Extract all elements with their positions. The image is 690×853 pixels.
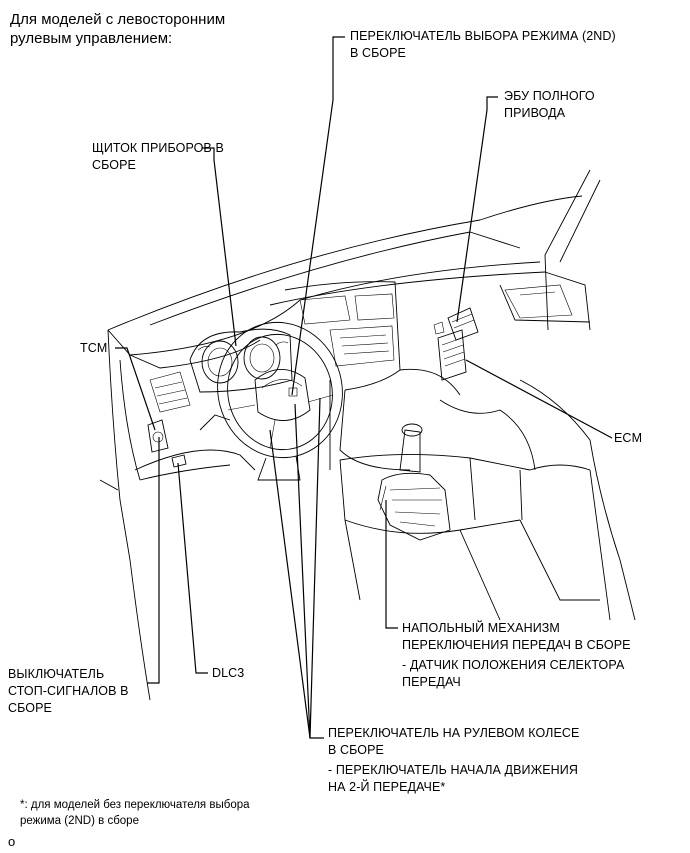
- leader-lines: [115, 36, 613, 739]
- label-steering-switch: ПЕРЕКЛЮЧАТЕЛЬ НА РУЛЕВОМ КОЛЕСЕ В СБОРЕ: [328, 726, 580, 757]
- shift-lever-assembly: [377, 423, 451, 541]
- dashboard-body: [99, 261, 591, 561]
- page-title: Для моделей с левосторонним рулевым упра…: [10, 11, 226, 47]
- steering-wheel: [217, 321, 343, 481]
- label-tcm: TCM: [80, 341, 108, 355]
- label-floor-shift: НАПОЛЬНЫЙ МЕХАНИЗМ ПЕРЕКЛЮЧЕНИЯ ПЕРЕДАЧ …: [402, 621, 631, 652]
- label-stop-lamp-switch: ВЫКЛЮЧАТЕЛЬ СТОП-СИГНАЛОВ В СБОРЕ: [8, 667, 129, 715]
- tcm-and-dlc3: [147, 419, 187, 468]
- label-ecm: ECM: [614, 431, 643, 445]
- ecu-modules: [433, 307, 479, 381]
- label-instrument-panel: ЩИТОК ПРИБОРОВ В СБОРЕ: [92, 141, 224, 172]
- floor-console: [129, 379, 636, 701]
- label-steering-switch-2nd: - ПЕРЕКЛЮЧАТЕЛЬ НАЧАЛА ДВИЖЕНИЯ НА 2-Й П…: [328, 763, 579, 794]
- figure-code: o: [8, 834, 16, 849]
- instrument-cluster: [189, 328, 293, 393]
- label-dlc3: DLC3: [212, 666, 245, 680]
- label-mode-switch: ПЕРЕКЛЮЧАТЕЛЬ ВЫБОРА РЕЖИМА (2ND) В СБОР…: [350, 29, 616, 60]
- windshield-outline: [107, 169, 601, 331]
- label-awd-ecu: ЭБУ ПОЛНОГО ПРИВОДА: [504, 89, 595, 120]
- label-floor-shift-sensor: - ДАТЧИК ПОЛОЖЕНИЯ СЕЛЕКТОРА ПЕРЕДАЧ: [402, 658, 625, 689]
- footnote: *: для моделей без переключателя выбора …: [20, 799, 250, 827]
- center-stack: [284, 281, 461, 471]
